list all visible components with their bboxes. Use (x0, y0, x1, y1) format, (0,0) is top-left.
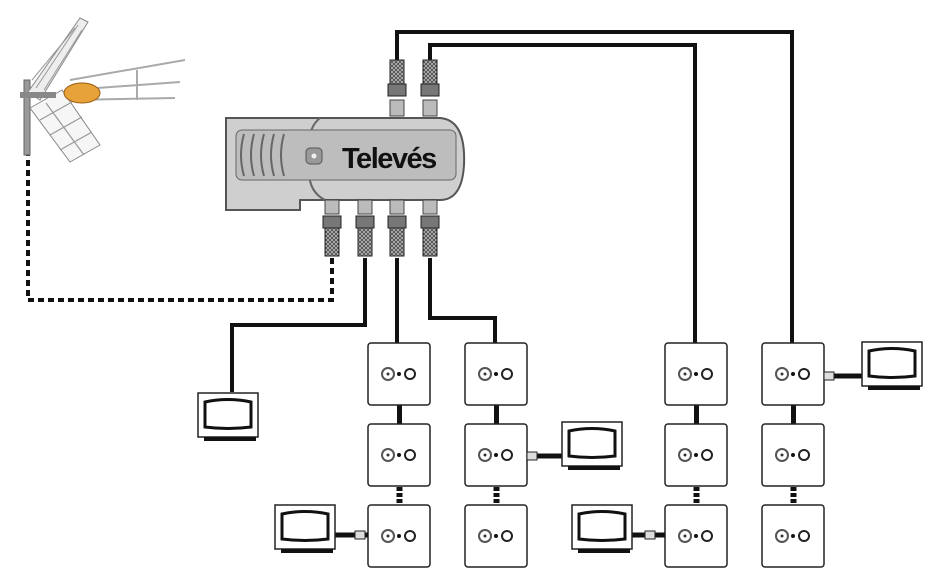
plug-icon (526, 451, 538, 461)
wall-socket (367, 342, 431, 406)
wall-socket (761, 342, 825, 406)
wall-socket (761, 504, 825, 568)
bottom-connectors (322, 199, 440, 257)
television (197, 392, 259, 441)
radio-outlet-icon (404, 530, 416, 542)
radio-outlet-icon (404, 368, 416, 380)
amplifier: Televés (225, 59, 466, 257)
plug-icon (823, 371, 835, 381)
wall-socket (664, 423, 728, 487)
wall-socket (367, 504, 431, 568)
wall-socket (367, 423, 431, 487)
wall-socket (464, 342, 528, 406)
output-connector (322, 199, 342, 257)
wall-socket (464, 423, 528, 487)
cables (26, 30, 794, 392)
amplifier-brand-logo: Televés (342, 143, 436, 175)
cable-tv-1 (230, 258, 367, 392)
riser-cable (397, 405, 402, 424)
cable-column-2 (428, 258, 497, 343)
wall-socket (664, 504, 728, 568)
television (571, 504, 665, 553)
plug-icon (354, 530, 366, 540)
radio-outlet-icon (701, 449, 713, 461)
riser-cable (791, 405, 796, 424)
output-connector (387, 199, 407, 257)
television (274, 504, 368, 553)
wall-socket (761, 423, 825, 487)
plug-icon (644, 530, 656, 540)
cable-top-1 (395, 30, 794, 343)
radio-outlet-icon (701, 530, 713, 542)
radio-outlet-icon (404, 449, 416, 461)
antenna (20, 17, 186, 163)
riser-cable (494, 405, 499, 424)
output-connector (420, 199, 440, 257)
cable-antenna (26, 150, 334, 302)
radio-outlet-icon (798, 530, 810, 542)
riser-cable (694, 405, 699, 424)
cable-top-2 (428, 43, 697, 343)
radio-outlet-icon (501, 368, 513, 380)
radio-outlet-icon (501, 449, 513, 461)
radio-outlet-icon (701, 368, 713, 380)
top-connectors (387, 59, 440, 117)
radio-outlet-icon (798, 368, 810, 380)
output-connector (355, 199, 375, 257)
televisions (197, 341, 923, 553)
radio-outlet-icon (501, 530, 513, 542)
wall-socket (464, 504, 528, 568)
radio-outlet-icon (798, 449, 810, 461)
television (526, 421, 623, 470)
wall-socket (664, 342, 728, 406)
television (823, 341, 923, 390)
